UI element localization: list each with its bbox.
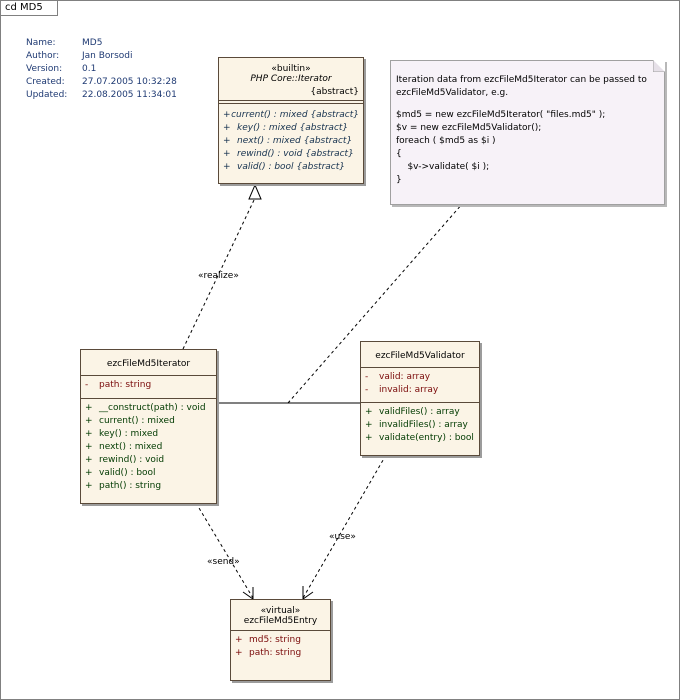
diagram-title: cd MD5	[1, 1, 58, 16]
attribute-section	[219, 101, 363, 104]
class-php-core-iterator[interactable]: «builtin» PHP Core::Iterator {abstract} …	[218, 57, 364, 184]
operation: +key() : mixed	[85, 429, 159, 439]
note-line: ezcFileMd5Validator, e.g.	[396, 88, 509, 98]
meta-row: Name: MD5	[26, 37, 177, 50]
note-line: {	[396, 149, 402, 159]
class-header: «virtual» ezcFileMd5Entry	[231, 600, 330, 631]
operation: +valid() : bool {abstract}	[223, 162, 346, 172]
meta-value: 0.1	[82, 64, 97, 74]
note-line	[396, 100, 647, 109]
class-ezcfilemd5validator[interactable]: ezcFileMd5Validator -valid: array -inval…	[360, 341, 480, 456]
class-name: ezcFileMd5Entry	[243, 616, 318, 626]
operation-section: +validFiles() : array +invalidFiles() : …	[361, 403, 479, 449]
send-arrowhead	[242, 587, 254, 600]
note-line: foreach ( $md5 as $i )	[396, 136, 496, 146]
abstract-tag: {abstract}	[310, 87, 359, 97]
attribute: +path: string	[235, 648, 302, 658]
operation: +key() : mixed {abstract}	[223, 123, 349, 133]
attribute-section: +md5: string +path: string	[231, 631, 330, 664]
operation: +path() : string	[85, 481, 162, 491]
meta-row: Author: Jan Borsodi	[26, 50, 177, 63]
operation: +current() : mixed	[85, 416, 175, 426]
operation-section: +current() : mixed {abstract} +key() : m…	[219, 104, 363, 178]
send-line	[195, 502, 254, 599]
operation: +rewind() : void	[85, 455, 165, 465]
note-line: $md5 = new ezcFileMd5Iterator( "files.md…	[396, 110, 606, 120]
meta-row: Created: 27.07.2005 10:32:28	[26, 76, 177, 89]
use-arrowhead	[302, 586, 314, 600]
operation: +valid() : bool	[85, 468, 156, 478]
attribute: -valid: array	[365, 372, 431, 382]
class-ezcfilemd5iterator[interactable]: ezcFileMd5Iterator -path: string +__cons…	[80, 349, 217, 504]
note-fold-icon	[653, 60, 665, 72]
note-anchor-line	[287, 202, 464, 404]
meta-key: Name:	[26, 38, 56, 48]
use-label: «use»	[329, 532, 356, 542]
send-label: «send»	[207, 557, 240, 567]
meta-key: Created:	[26, 77, 65, 87]
note-line: $v->validate( $i );	[396, 162, 490, 172]
note-line: $v = new ezcFileMd5Validator();	[396, 123, 542, 133]
meta-key: Version:	[26, 64, 63, 74]
meta-key: Updated:	[26, 90, 68, 100]
attribute: -path: string	[85, 380, 152, 390]
class-header: ezcFileMd5Validator	[361, 342, 479, 368]
note-usage-example[interactable]: Iteration data from ezcFileMd5Iterator c…	[390, 60, 665, 205]
class-name: ezcFileMd5Iterator	[106, 359, 191, 369]
meta-row: Updated: 22.08.2005 11:34:01	[26, 89, 177, 102]
class-name: PHP Core::Iterator	[250, 74, 332, 84]
meta-value: Jan Borsodi	[82, 51, 133, 61]
meta-value: 27.07.2005 10:32:28	[82, 77, 177, 87]
meta-row: Version: 0.1	[26, 63, 177, 76]
diagram-metadata: Name:MD5 Author:Jan Borsodi Version:0.1 …	[26, 37, 177, 102]
realize-line	[182, 197, 256, 350]
operation-section: +__construct(path) : void +current() : m…	[81, 399, 216, 497]
operation: +validFiles() : array	[365, 407, 460, 417]
stereotype: «virtual»	[260, 606, 301, 616]
operation: +next() : mixed {abstract}	[223, 136, 353, 146]
class-ezcfilemd5entry[interactable]: «virtual» ezcFileMd5Entry +md5: string +…	[230, 599, 331, 681]
attribute-section: -valid: array -invalid: array	[361, 368, 479, 403]
realize-arrowhead	[248, 183, 262, 200]
class-header: ezcFileMd5Iterator	[81, 350, 216, 376]
meta-key: Author:	[26, 51, 60, 61]
attribute-section: -path: string	[81, 376, 216, 399]
meta-value: 22.08.2005 11:34:01	[82, 90, 177, 100]
note-line: Iteration data from ezcFileMd5Iterator c…	[396, 75, 647, 85]
attribute: +md5: string	[235, 635, 301, 645]
use-line	[302, 454, 387, 599]
operation: +invalidFiles() : array	[365, 420, 468, 430]
note-text: Iteration data from ezcFileMd5Iterator c…	[396, 74, 647, 187]
attribute: -invalid: array	[365, 385, 439, 395]
operation: +current() : mixed {abstract}	[223, 110, 359, 120]
realize-label: «realize»	[198, 271, 239, 281]
operation: +validate(entry) : bool	[365, 433, 474, 443]
note-line: }	[396, 175, 402, 185]
meta-value: MD5	[82, 38, 103, 48]
class-name: ezcFileMd5Validator	[375, 351, 465, 361]
stereotype: «builtin»	[271, 64, 311, 74]
operation: +__construct(path) : void	[85, 403, 206, 413]
operation: +next() : mixed	[85, 442, 163, 452]
class-header: «builtin» PHP Core::Iterator {abstract}	[219, 58, 363, 101]
operation: +rewind() : void {abstract}	[223, 149, 354, 159]
